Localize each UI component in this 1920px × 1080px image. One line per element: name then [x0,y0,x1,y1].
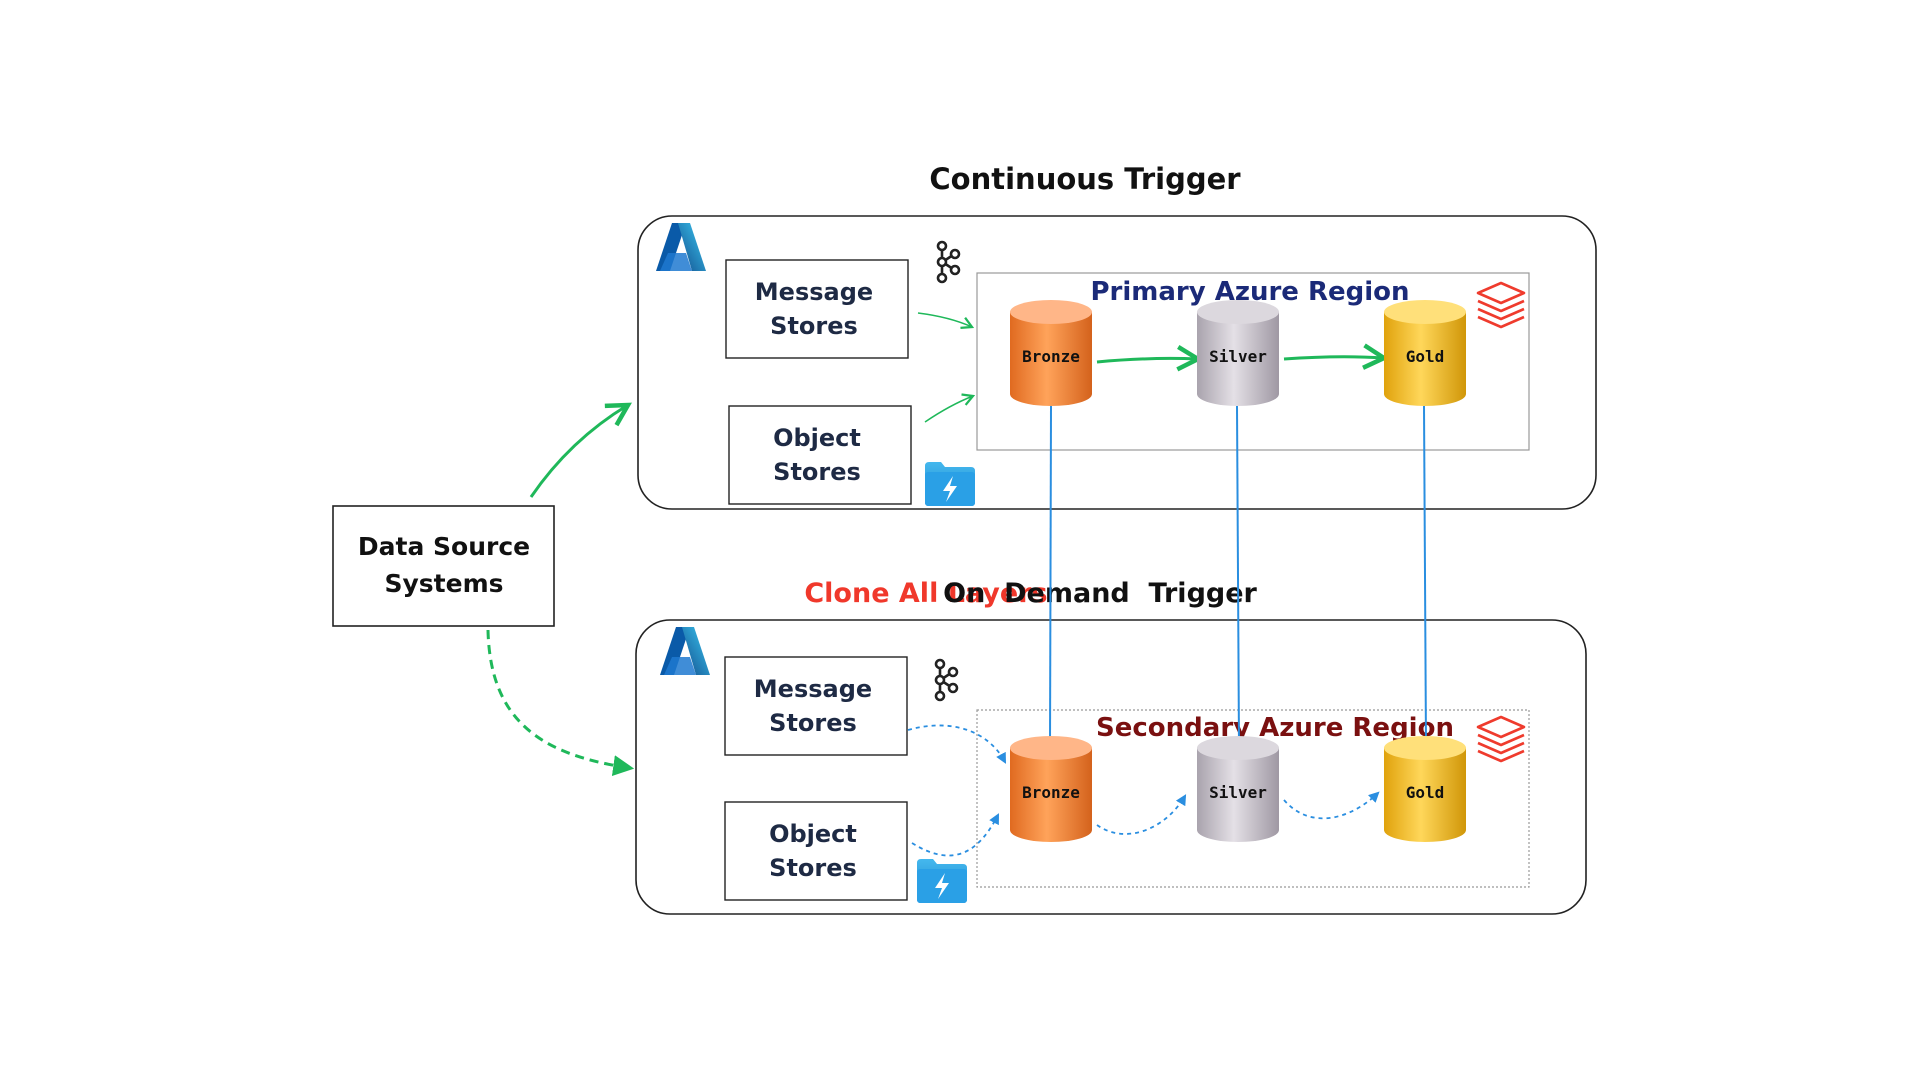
silver-to-gold-arrow [1283,357,1384,359]
storage-folder-icon [917,859,967,903]
primary-gold-cylinder: Gold [1384,300,1466,406]
primary-silver-cylinder: Silver [1197,300,1279,406]
object-to-bronze-arrow [924,396,973,423]
secondary-object-stores-line1: Object [769,820,857,848]
secondary-object-stores-box [724,801,908,901]
primary-outer-box [637,215,1597,510]
continuous-flow-arrow [529,405,628,498]
cylinder-label: Gold [1406,347,1445,366]
continuous-trigger-title: Continuous Trigger [929,162,1241,196]
cylinder-label: Bronze [1022,783,1080,802]
secondary-object-to-bronze-arrow [911,813,999,857]
kafka-icon [934,658,959,702]
data-source-line2: Systems [384,569,503,598]
primary-message-stores-box [725,259,909,359]
azure-icon [656,223,706,271]
bronze-to-silver-arrow [1096,358,1198,362]
secondary-message-stores-line2: Stores [769,709,857,737]
cylinder-label: Bronze [1022,347,1080,366]
cylinder-body [1010,748,1092,842]
databricks-icon [1476,715,1526,763]
secondary-object-stores-line2: Stores [769,854,857,882]
clone-bronze-arrow [1044,405,1057,749]
on-demand-trigger-title: On Demand Trigger [943,578,1257,609]
secondary-bronze-to-silver-arrow [1096,794,1187,835]
secondary-region-box [976,709,1530,888]
primary-bronze-cylinder: Bronze [1010,300,1092,406]
cylinder-body [1384,748,1466,842]
cylinder-body [1384,312,1466,406]
storage-folder-icon [925,462,975,506]
cylinder-top [1384,300,1466,324]
databricks-icon [1476,281,1526,329]
secondary-bronze-cylinder: Bronze [1010,736,1092,842]
cylinder-top [1197,300,1279,324]
cylinder-label: Gold [1406,783,1445,802]
secondary-message-to-bronze-arrow [907,724,1007,764]
cylinder-label: Silver [1209,783,1267,802]
secondary-gold-cylinder: Gold [1384,736,1466,842]
clone-gold-arrow [1419,405,1432,749]
primary-object-stores-box [728,405,912,505]
data-source-box [332,505,555,627]
cylinder-top [1384,736,1466,760]
secondary-message-stores-box [724,656,908,756]
secondary-region-label: Secondary Azure Region [1096,713,1454,743]
data-source-line1: Data Source [358,532,530,561]
primary-message-stores-line2: Stores [770,312,858,340]
primary-region-box [976,272,1530,451]
clone-all-layers-label: Clone All Layers [804,578,1047,609]
secondary-message-stores-line1: Message [754,675,872,703]
primary-object-stores-line1: Object [773,424,861,452]
primary-message-stores-line1: Message [755,278,873,306]
secondary-silver-to-gold-arrow [1283,791,1380,820]
on-demand-flow-arrow [486,629,635,776]
azure-icon [660,627,710,675]
message-to-bronze-arrow [917,312,972,327]
kafka-icon [936,240,961,284]
cylinder-top [1197,736,1279,760]
clone-silver-arrow [1232,405,1245,749]
cylinder-body [1010,312,1092,406]
primary-object-stores-line2: Stores [773,458,861,486]
cylinder-top [1010,736,1092,760]
cylinder-label: Silver [1209,347,1267,366]
cylinder-top [1010,300,1092,324]
secondary-silver-cylinder: Silver [1197,736,1279,842]
cylinder-body [1197,748,1279,842]
secondary-outer-box [635,619,1587,915]
cylinder-body [1197,312,1279,406]
